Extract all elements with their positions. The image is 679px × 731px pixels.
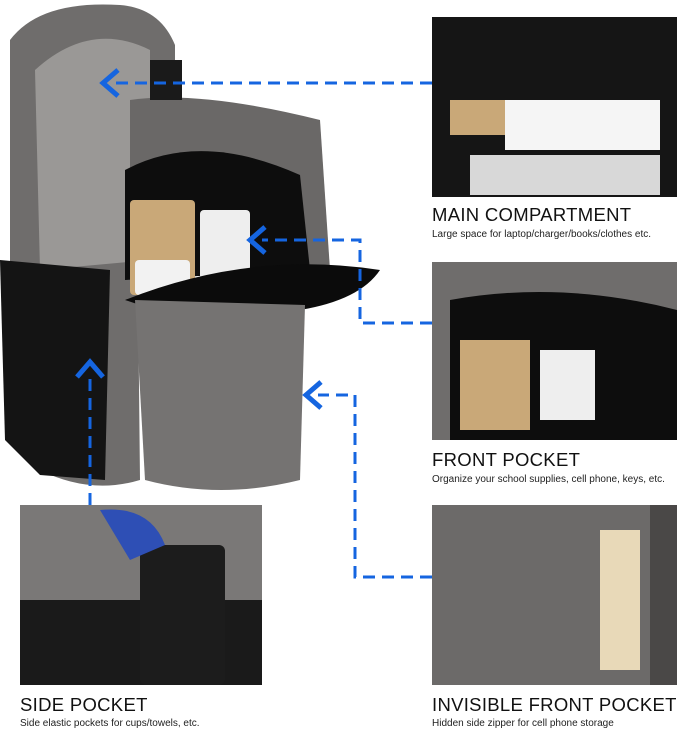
main-compartment-desc: Large space for laptop/charger/books/clo… [432, 229, 652, 240]
main-compartment-photo [432, 17, 677, 197]
side-pocket-desc: Side elastic pockets for cups/towels, et… [20, 718, 200, 729]
front-pocket-desc: Organize your school supplies, cell phon… [432, 474, 665, 485]
arrowhead-up-icon [75, 358, 105, 379]
arrowhead-left-icon [99, 68, 120, 98]
side-pocket-title: SIDE POCKET [20, 694, 148, 715]
invisible-pocket-desc: Hidden side zipper for cell phone storag… [432, 718, 614, 729]
main-compartment-title: MAIN COMPARTMENT [432, 204, 632, 225]
arrowhead-left-icon [246, 225, 267, 255]
backpack-image [0, 4, 380, 490]
invisible-pocket-title: INVISIBLE FRONT POCKET [432, 694, 677, 715]
invisible-front-pocket-photo [432, 505, 677, 685]
front-pocket-title: FRONT POCKET [432, 449, 581, 470]
side-pocket-photo [20, 505, 262, 685]
front-pocket-photo [432, 262, 677, 440]
arrow-invisible-pocket [318, 393, 432, 579]
arrowhead-left-icon [302, 380, 323, 410]
